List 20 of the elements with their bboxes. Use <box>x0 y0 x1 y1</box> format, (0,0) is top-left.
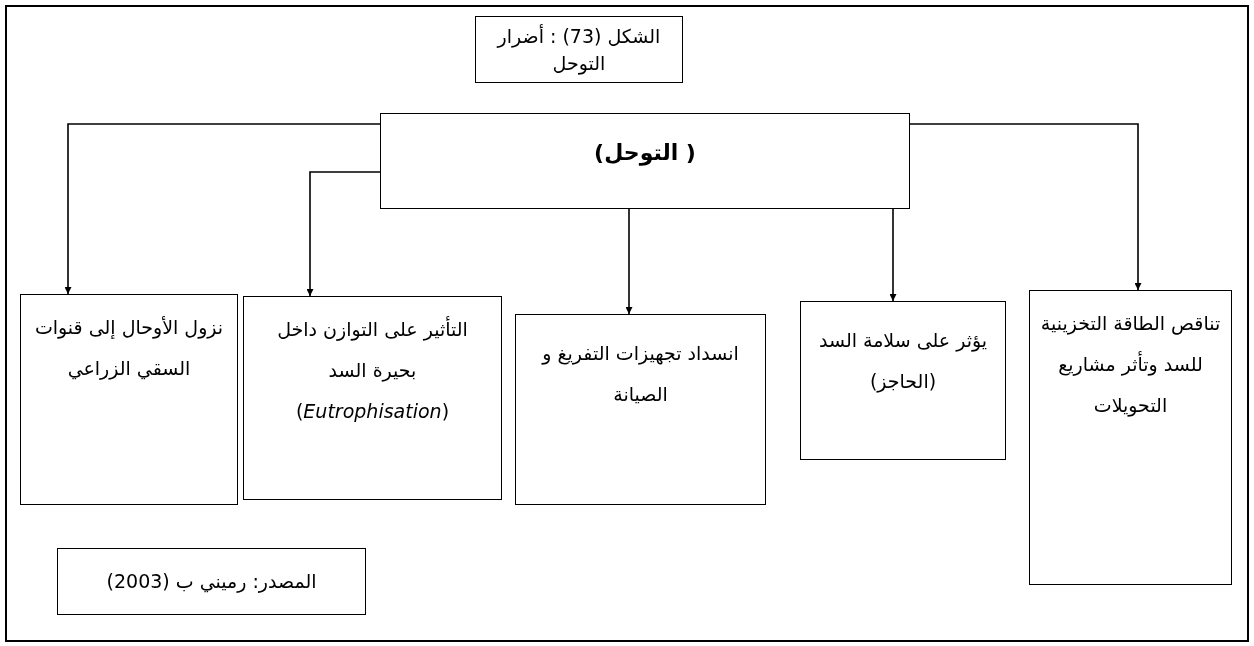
figure-title: الشكل (73) : أضرار التوحل <box>495 23 662 77</box>
effect-box <box>20 294 238 505</box>
arrow <box>306 171 381 297</box>
effect-box <box>1029 290 1232 585</box>
effect-box <box>800 301 1006 460</box>
effect-box <box>515 314 766 505</box>
arrow <box>909 123 1142 291</box>
figure-title-box <box>475 16 683 83</box>
arrow <box>64 123 381 295</box>
arrow <box>889 208 897 302</box>
box-text: يؤثر على سلامة السد (الحاجز) <box>817 328 989 395</box>
arrow <box>625 208 633 315</box>
box-text: نزول الأوحال إلى قنوات السقي الزراعي <box>33 315 225 382</box>
effect-box <box>243 296 502 500</box>
box-text: ( التوحل) <box>594 139 696 168</box>
box-text: تناقص الطاقة التخزينية للسد وتأثر مشاريع التحويلات <box>1040 311 1221 419</box>
source-box <box>57 548 366 615</box>
box-text: انسداد تجهيزات التفريغ و الصيانة <box>540 341 740 407</box>
main-box <box>380 113 910 209</box>
source-note: المصدر: رميني ب (2003) <box>106 569 317 595</box>
